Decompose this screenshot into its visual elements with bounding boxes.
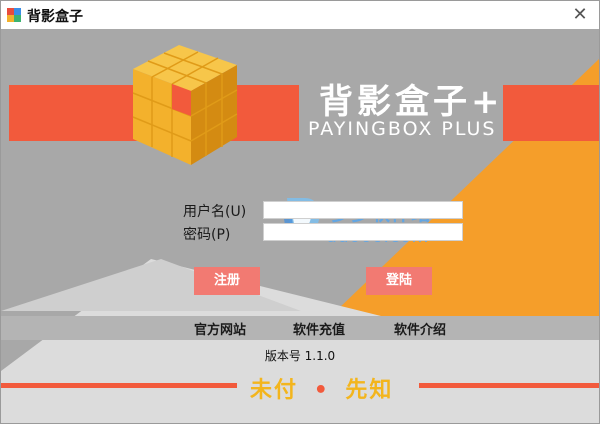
close-icon[interactable]: ✕: [572, 4, 588, 25]
password-input[interactable]: [263, 223, 463, 241]
slogan-right: 先知: [345, 378, 394, 403]
login-button[interactable]: 登陆: [366, 267, 432, 295]
title-bar[interactable]: 背影盒子 ✕: [1, 1, 599, 29]
username-input[interactable]: [263, 201, 463, 219]
slogan-separator: •: [313, 378, 330, 403]
app-icon: [7, 8, 21, 22]
window-title: 背影盒子: [27, 9, 83, 25]
nav-official-site[interactable]: 官方网站: [194, 323, 247, 338]
register-button[interactable]: 注册: [194, 267, 260, 295]
nav-software-intro[interactable]: 软件介绍: [394, 323, 447, 338]
slogan-left: 未付: [250, 378, 299, 403]
username-label: 用户名(U): [183, 204, 247, 220]
nav-software-recharge[interactable]: 软件充值: [293, 323, 346, 338]
nav-bar: 官方网站 软件充值 软件介绍: [1, 316, 599, 340]
cube-logo-icon: [132, 45, 238, 165]
brand-title-cn: 背影盒子+: [319, 82, 504, 122]
slogan: 未付 • 先知: [250, 372, 393, 404]
version-label: 版本号 1.1.0: [264, 349, 336, 363]
brand-title-en: PAYINGBOX PLUS: [308, 118, 497, 140]
password-label: 密码(P): [183, 227, 231, 243]
